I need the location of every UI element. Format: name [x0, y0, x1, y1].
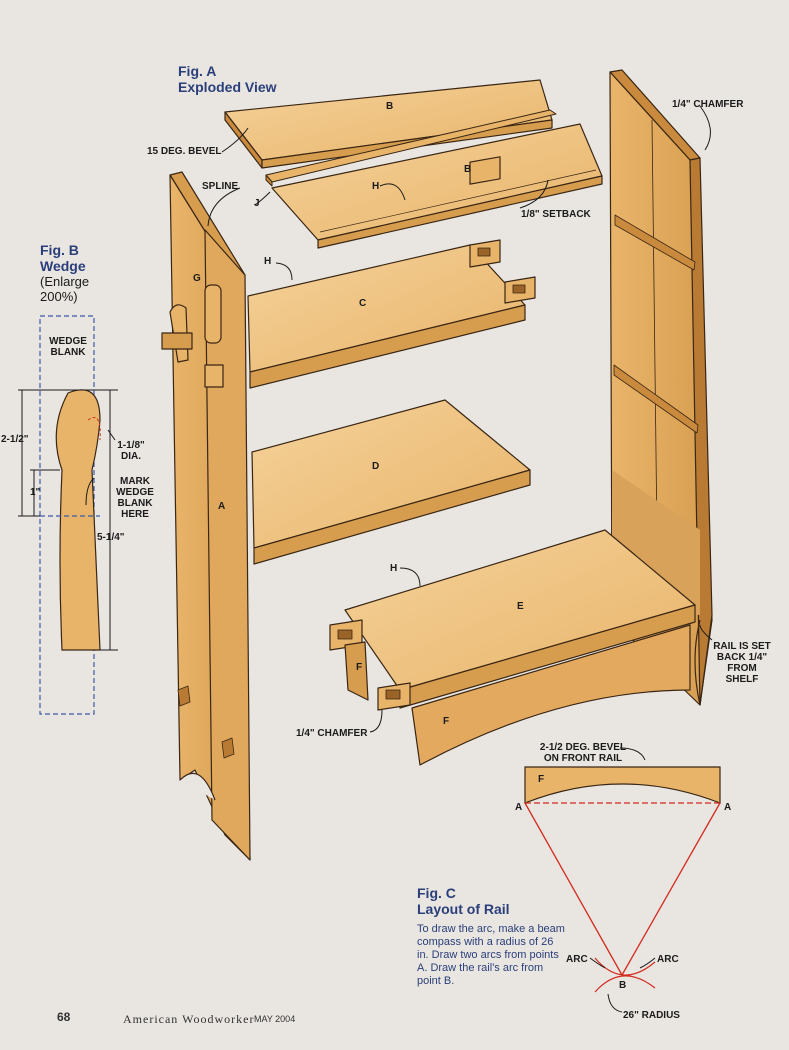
part-a: A — [218, 501, 226, 512]
part-h-top: H — [372, 181, 380, 192]
rail-f-front — [411, 624, 691, 766]
bottom-shelf-e — [329, 529, 696, 711]
label-arc-left: ARC — [566, 954, 588, 965]
fig-b-wedge-drawing — [18, 315, 118, 715]
label-26-radius: 26" RADIUS — [623, 1010, 680, 1021]
part-j: J — [254, 198, 260, 209]
part-f-front: F — [443, 716, 450, 727]
label-dim-1: 1" — [30, 487, 41, 498]
page-number: 68 — [57, 1010, 71, 1024]
fig-c-subtitle: Layout of Rail — [417, 901, 510, 917]
part-h-c: H — [264, 256, 272, 267]
part-f-rail: F — [538, 774, 545, 785]
point-a-left: A — [515, 802, 523, 813]
wedge-g — [161, 304, 193, 363]
fig-c-rail-layout — [524, 766, 721, 993]
label-front-rail-bevel: 2-1/2 DEG. BEVEL ON FRONT RAIL — [539, 742, 627, 764]
fig-b-note: (Enlarge 200%) — [40, 274, 90, 304]
second-shelf-b — [271, 123, 603, 249]
left-side-panel-a — [169, 171, 251, 861]
label-rail-setback: RAIL IS SET BACK 1/4" FROM SHELF — [713, 641, 771, 685]
leader-lines — [85, 105, 713, 1013]
part-e: E — [517, 601, 524, 612]
label-arc-right: ARC — [657, 954, 679, 965]
fig-c-title: Fig. C — [417, 885, 456, 901]
point-a-right: A — [724, 802, 732, 813]
fig-c-instructions: To draw the arc, make a beam compass wit… — [417, 923, 565, 987]
label-15-deg-bevel: 15 DEG. BEVEL — [147, 146, 222, 157]
fig-a-subtitle: Exploded View — [178, 79, 277, 95]
fig-b-title: Fig. B — [40, 242, 79, 258]
label-spline: SPLINE — [202, 181, 239, 192]
spline-strip — [265, 109, 557, 187]
label-dim-1-1-8: 1-1/8" DIA. — [117, 440, 145, 462]
shelf-d — [251, 399, 531, 565]
part-g: G — [193, 273, 201, 284]
fig-a-title: Fig. A — [178, 63, 217, 79]
issue-date: MAY 2004 — [254, 1014, 296, 1024]
label-chamfer-bottom: 1/4" CHAMFER — [296, 728, 368, 739]
part-d: D — [372, 461, 380, 472]
shelf-c — [247, 156, 536, 389]
label-dim-2-1-2: 2-1/2" — [1, 434, 29, 445]
label-mark-wedge-blank: MARK WEDGE BLANK HERE — [116, 476, 154, 520]
label-dim-5-1-4: 5-1/4" — [97, 532, 125, 543]
rail-f-left — [344, 641, 369, 701]
part-h-e: H — [390, 563, 398, 574]
label-chamfer-top: 1/4" CHAMFER — [672, 99, 744, 110]
part-b-top: B — [386, 101, 394, 112]
part-f-left: F — [356, 662, 363, 673]
label-setback: 1/8" SETBACK — [521, 209, 591, 220]
fig-b-subtitle: Wedge — [40, 258, 86, 274]
point-b: B — [619, 980, 627, 991]
label-wedge-blank: WEDGE BLANK — [49, 336, 87, 358]
part-c: C — [359, 298, 367, 309]
magazine-name: American Woodworker — [123, 1012, 255, 1026]
part-b-second: B — [464, 164, 472, 175]
